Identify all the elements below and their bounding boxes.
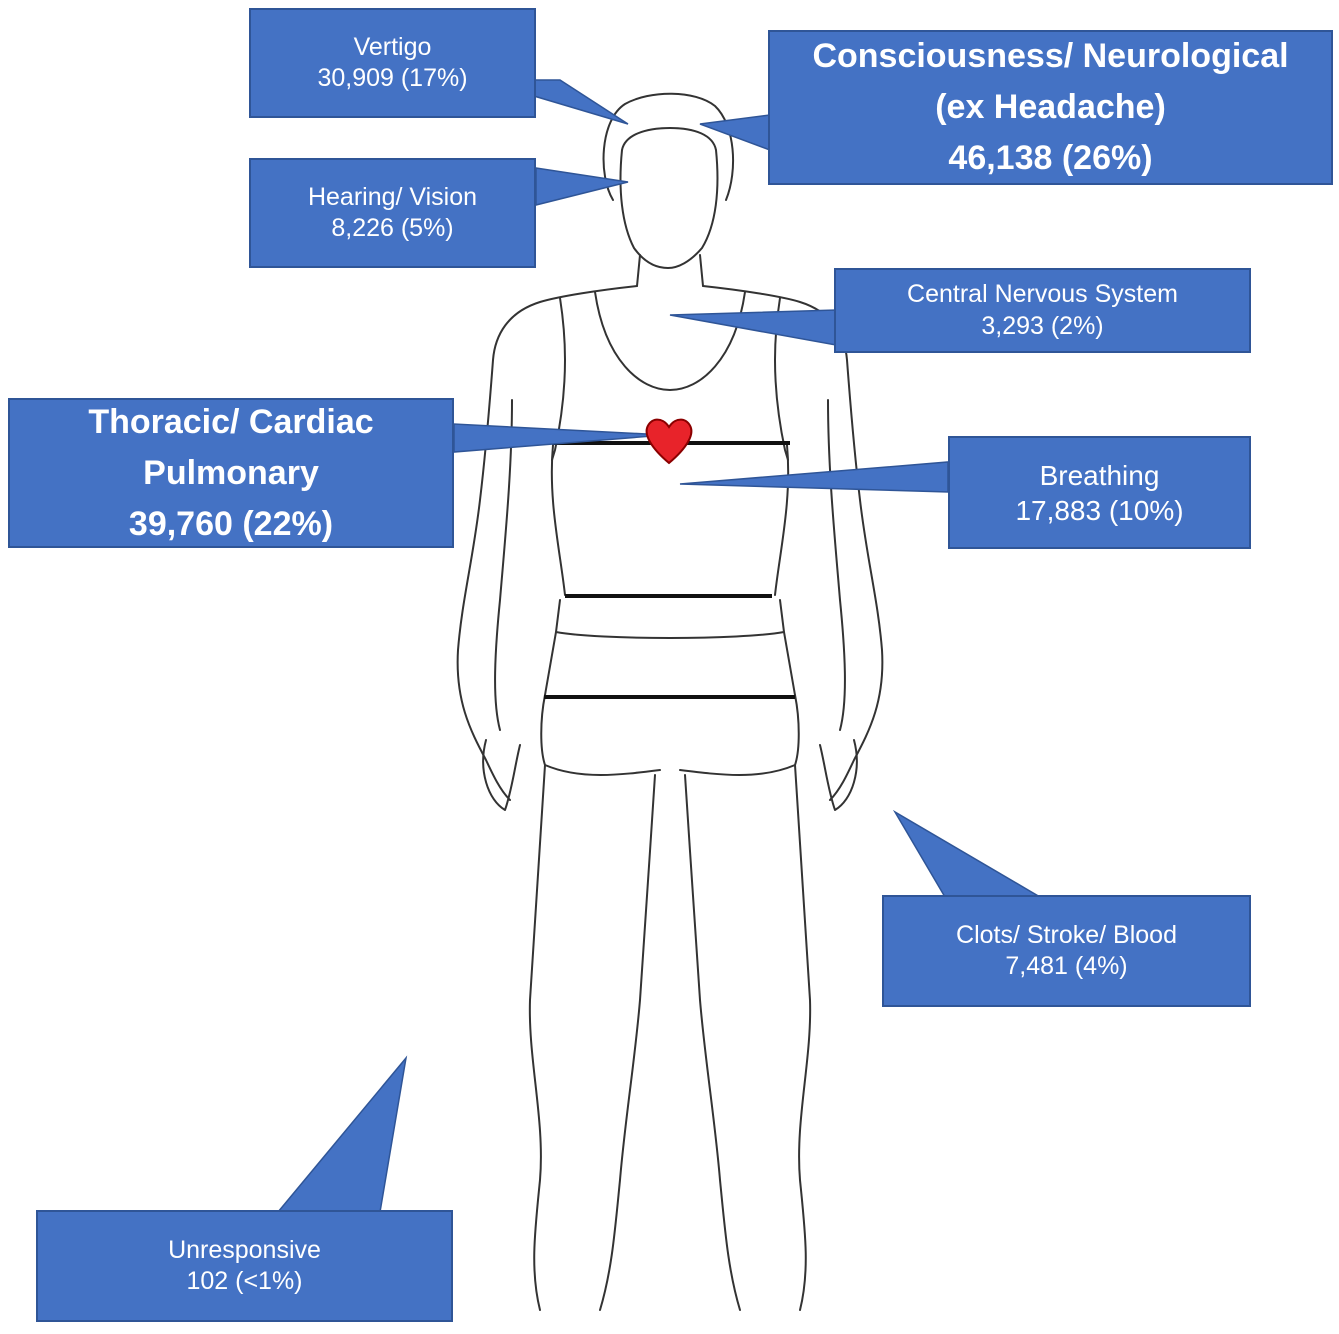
leg-left-outer [530, 765, 545, 1310]
torso-outline [458, 286, 883, 800]
face-outline [621, 128, 718, 268]
hearing-label: Hearing/ Vision [308, 182, 477, 213]
neck-outline [637, 255, 703, 286]
heart-icon [647, 420, 692, 463]
clots-value: 7,481 (4%) [1005, 951, 1127, 982]
callout-unresponsive: Unresponsive 102 (<1%) [36, 1210, 453, 1322]
callout-thoracic: Thoracic/ Cardiac Pulmonary 39,760 (22%) [8, 398, 454, 548]
shorts-side-left [545, 600, 560, 695]
shirt-side-left [552, 445, 565, 595]
vertigo-value: 30,909 (17%) [317, 63, 467, 94]
cns-value: 3,293 (2%) [981, 311, 1103, 342]
thoracic-label-line2: Pulmonary [143, 448, 319, 499]
callout-clots: Clots/ Stroke/ Blood 7,481 (4%) [882, 895, 1251, 1007]
inner-arm-right [828, 400, 845, 730]
body-outline [458, 94, 883, 1310]
callout-consciousness: Consciousness/ Neurological (ex Headache… [768, 30, 1333, 185]
consciousness-label-line1: Consciousness/ Neurological [812, 31, 1288, 82]
hand-left [483, 740, 520, 810]
thoracic-label-line1: Thoracic/ Cardiac [88, 397, 373, 448]
pointer-cns [670, 310, 836, 345]
hand-right [820, 740, 857, 810]
leg-right-inner [685, 775, 740, 1310]
leg-right-outer [795, 765, 810, 1310]
pointer-consciousness [700, 115, 770, 150]
vertigo-label: Vertigo [354, 32, 432, 63]
shorts-outline [541, 632, 799, 775]
inner-arm-left [495, 400, 512, 730]
shirt-side-right [775, 445, 788, 595]
shorts-side-right [780, 600, 795, 695]
hearing-value: 8,226 (5%) [331, 213, 453, 244]
leg-left-inner [600, 775, 655, 1310]
breathing-value: 17,883 (10%) [1015, 493, 1183, 528]
consciousness-value: 46,138 (26%) [948, 133, 1152, 184]
callout-hearing: Hearing/ Vision 8,226 (5%) [249, 158, 536, 268]
callout-cns: Central Nervous System 3,293 (2%) [834, 268, 1251, 353]
cns-label: Central Nervous System [907, 279, 1178, 310]
pointer-breathing [680, 462, 948, 492]
pointer-clots [895, 812, 1040, 897]
callout-breathing: Breathing 17,883 (10%) [948, 436, 1251, 549]
clots-label: Clots/ Stroke/ Blood [956, 920, 1177, 951]
thoracic-value: 39,760 (22%) [129, 499, 333, 550]
pointer-hearing [536, 168, 628, 205]
unresponsive-value: 102 (<1%) [186, 1266, 302, 1297]
shirt-neckline [595, 292, 745, 390]
unresponsive-label: Unresponsive [168, 1235, 321, 1266]
breathing-label: Breathing [1040, 458, 1160, 493]
pointer-unresponsive [278, 1058, 406, 1212]
callout-vertigo: Vertigo 30,909 (17%) [249, 8, 536, 118]
consciousness-label-line2: (ex Headache) [935, 82, 1166, 133]
